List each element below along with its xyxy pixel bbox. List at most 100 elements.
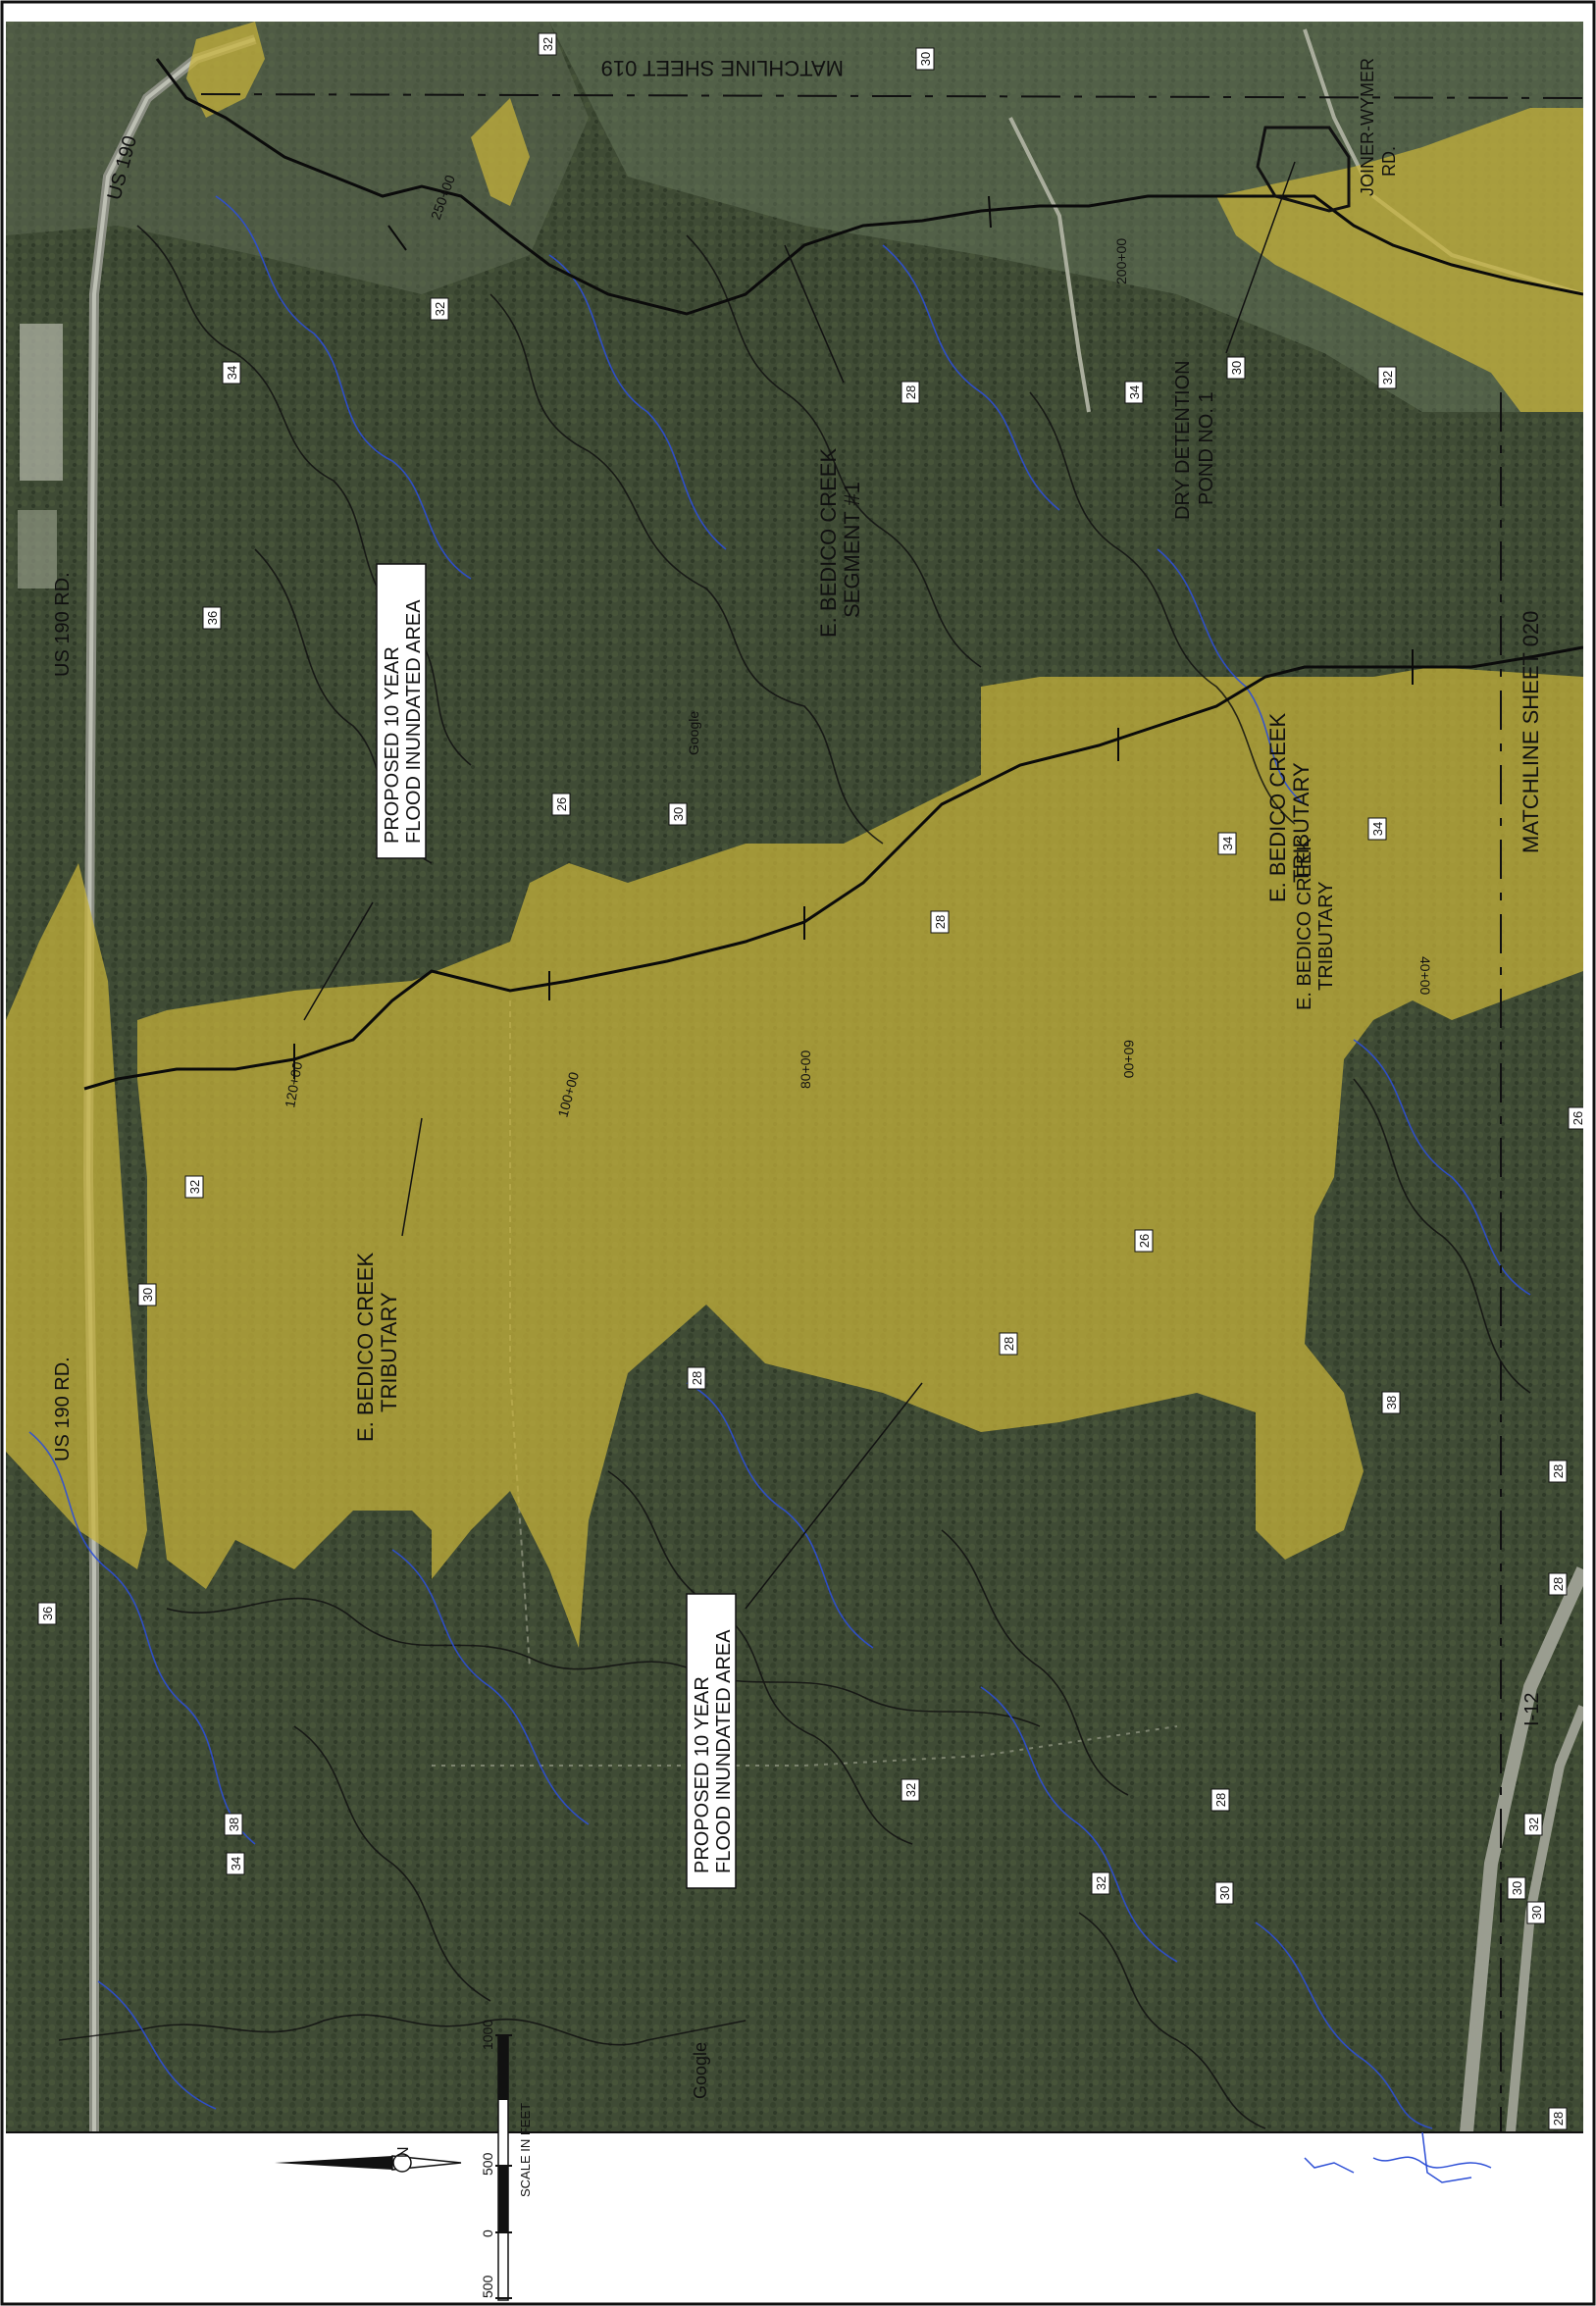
contour-lines-blue xyxy=(1421,2131,1472,2183)
contour-label-text: 32 xyxy=(903,1783,918,1797)
contour-lines-blue xyxy=(1304,2156,1492,2174)
tributary-label: TRIBUTARY xyxy=(377,1292,401,1412)
flood-inundated-area xyxy=(6,22,1583,1648)
developed-area xyxy=(549,22,1583,412)
contour-label: 30 xyxy=(1526,1901,1546,1924)
svg-text:500: 500 xyxy=(480,2152,495,2176)
svg-text:SCALE IN FEET: SCALE IN FEET xyxy=(518,2103,533,2197)
tributary-label: TRIBUTARY xyxy=(1315,882,1337,992)
contour-label: 34 xyxy=(226,1852,245,1875)
contour-label: 26 xyxy=(1568,1106,1585,1130)
contour-label: 28 xyxy=(1548,2107,1568,2130)
callout-flood-area-1: PROPOSED 10 YEAR FLOOD INUNDATED AREA xyxy=(376,563,427,859)
tributary-label: E. BEDICO CREEK xyxy=(353,1253,378,1442)
road-label-joiner-wymer-rd: RD. xyxy=(1379,146,1399,177)
contour-label: 26 xyxy=(1134,1229,1154,1253)
svg-text:200+00: 200+00 xyxy=(1113,238,1129,284)
contour-label: 28 xyxy=(999,1332,1018,1356)
contour-label: 36 xyxy=(202,606,222,630)
svg-text:0: 0 xyxy=(480,2229,495,2237)
svg-text:1000: 1000 xyxy=(480,2020,495,2050)
matchline-label-019: MATCHLINE SHEET 019 xyxy=(601,56,844,80)
contour-label: 26 xyxy=(551,793,571,816)
segment-label: SEGMENT #1 xyxy=(840,482,864,618)
contour-label: 38 xyxy=(1381,1391,1401,1414)
contour-label-text: 28 xyxy=(1213,1793,1228,1807)
matchline-top xyxy=(200,93,1583,99)
contour-label: 32 xyxy=(901,1778,920,1802)
svg-text:FLOOD INUNDATED AREA: FLOOD INUNDATED AREA xyxy=(403,599,425,844)
parking-lot xyxy=(20,324,63,481)
contour-label-text: 28 xyxy=(690,1371,704,1385)
contour-label: 34 xyxy=(1217,832,1237,855)
i-12-road xyxy=(1460,1566,1583,2132)
svg-text:N: N xyxy=(395,2146,412,2158)
contour-label-text: 36 xyxy=(205,611,220,625)
contour-label-text: 26 xyxy=(1570,1111,1585,1125)
segment-label: E. BEDICO CREEK xyxy=(816,448,841,638)
svg-text:40+00: 40+00 xyxy=(1417,956,1433,996)
svg-text:FLOOD INUNDATED AREA: FLOOD INUNDATED AREA xyxy=(713,1629,735,1873)
local-road xyxy=(1008,117,1091,413)
road-label-joiner-wymer: JOINER-WYMER xyxy=(1358,58,1377,196)
contour-label: 28 xyxy=(687,1366,706,1390)
contour-label-text: 34 xyxy=(229,1857,243,1870)
contour-label-text: 30 xyxy=(1217,1886,1232,1900)
callout-flood-area-2: PROPOSED 10 YEAR FLOOD INUNDATED AREA xyxy=(686,1593,737,1889)
pond-label: POND NO. 1 xyxy=(1196,391,1217,505)
north-arrow-icon: N xyxy=(275,2146,462,2173)
leader-lines xyxy=(303,161,1296,1610)
detention-pond xyxy=(1256,126,1351,213)
contour-label: 32 xyxy=(1523,1813,1543,1836)
road-label-us190-rd: US 190 RD. xyxy=(52,1357,74,1461)
channel-alignment xyxy=(83,645,1583,1091)
contour-label-text: 34 xyxy=(1220,837,1235,850)
google-watermark: Google xyxy=(686,711,701,755)
contour-label-text: 30 xyxy=(918,52,933,66)
contour-label-text: 34 xyxy=(1370,822,1385,836)
contour-label: 30 xyxy=(1226,356,1246,380)
svg-text:60+00: 60+00 xyxy=(1121,1040,1137,1079)
contour-label-text: 32 xyxy=(1380,371,1395,384)
scale-bar: 500 0 500 1000 SCALE IN FEET xyxy=(480,2020,533,2301)
tributary-label: E. BEDICO CREEK xyxy=(1265,713,1290,902)
contour-label: 28 xyxy=(1210,1788,1230,1812)
contour-label: 28 xyxy=(930,910,950,934)
svg-text:PROPOSED 10 YEAR: PROPOSED 10 YEAR xyxy=(692,1676,713,1873)
contour-label: 28 xyxy=(901,381,920,404)
contour-label-text: 28 xyxy=(903,385,918,399)
contour-label-text: 28 xyxy=(1551,2112,1566,2126)
road-label-i12: I-12 xyxy=(1521,1693,1543,1726)
contour-label-text: 28 xyxy=(933,915,948,929)
contour-labels: 32 30 32 34 36 34 32 30 28 26 30 28 34 34 32 30 28 28 26 38… xyxy=(37,32,1585,2130)
contour-label-text: 28 xyxy=(1551,1577,1566,1591)
contour-label-text: 30 xyxy=(1229,361,1244,375)
contour-label-text: 30 xyxy=(1510,1881,1524,1895)
contour-lines-blue xyxy=(28,195,1531,2129)
legend-strip xyxy=(6,2132,1583,2299)
contour-label-text: 36 xyxy=(40,1607,55,1620)
contour-label-text: 34 xyxy=(225,366,239,380)
matchline-label-020: MATCHLINE SHEET 020 xyxy=(1519,611,1543,853)
local-road xyxy=(432,1725,1178,1767)
contour-label-text: 26 xyxy=(554,797,569,811)
contour-label: 32 xyxy=(1091,1871,1110,1895)
tributary-label: E. BEDICO CREEK xyxy=(1294,838,1315,1010)
contour-label-text: 32 xyxy=(541,37,555,51)
contour-label: 30 xyxy=(1214,1881,1234,1905)
contour-label-text: 30 xyxy=(140,1288,155,1302)
contour-label-text: 32 xyxy=(1526,1818,1541,1831)
contour-label: 32 xyxy=(430,297,449,321)
contour-label: 38 xyxy=(224,1813,243,1836)
contour-label-text: 38 xyxy=(227,1818,241,1831)
contour-label-text: 32 xyxy=(433,302,447,316)
station-ticks xyxy=(293,195,1414,1079)
contour-label-text: 30 xyxy=(671,807,686,821)
contour-label: 36 xyxy=(37,1602,57,1625)
contour-label: 30 xyxy=(668,802,688,826)
contour-label-text: 34 xyxy=(1127,385,1142,399)
contour-label: 34 xyxy=(1367,817,1387,841)
google-watermark: Google xyxy=(691,2042,710,2099)
